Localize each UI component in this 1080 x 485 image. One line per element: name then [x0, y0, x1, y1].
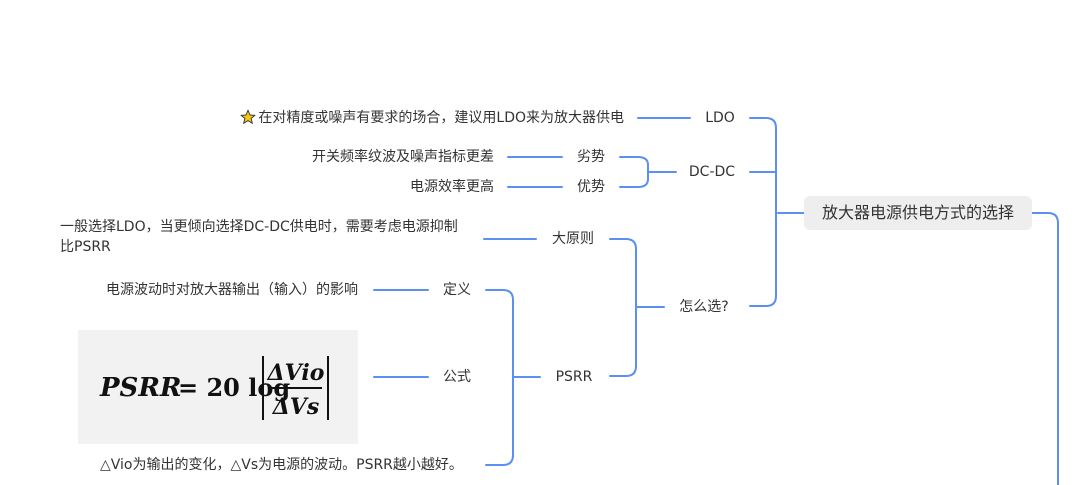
- connector-dcdc-bracket: [619, 156, 649, 188]
- connector-root-right: [1031, 212, 1059, 485]
- node-advantage-text[interactable]: 电源效率更高: [410, 179, 494, 195]
- principle-text-line1: 一般选择LDO，当更倾向选择DC-DC供电时，需要考虑电源抑制: [60, 219, 458, 235]
- node-dcdc[interactable]: DC-DC: [688, 164, 736, 180]
- principle-text-line2: 比PSRR: [60, 239, 111, 255]
- node-psrr-note[interactable]: △Vio为输出的变化，△Vs为电源的波动。PSRR越小越好。: [100, 457, 463, 473]
- psrr-formula: PSRR = 20 log ΔVio ΔVs: [99, 356, 329, 420]
- formula-numerator: ΔVio: [267, 360, 325, 386]
- root-node[interactable]: 放大器电源供电方式的选择: [804, 196, 1032, 230]
- node-principle-text[interactable]: 一般选择LDO，当更倾向选择DC-DC供电时，需要考虑电源抑制 比PSRR: [60, 217, 480, 257]
- node-disadvantage[interactable]: 劣势: [577, 149, 605, 165]
- node-definition[interactable]: 定义: [443, 282, 471, 298]
- connector-bracket-main: [749, 117, 777, 307]
- connector-psrr-bracket: [485, 289, 514, 466]
- node-ldo-note[interactable]: 在对精度或噪声有要求的场合，建议用LDO来为放大器供电: [200, 108, 624, 128]
- ldo-note-text: 在对精度或噪声有要求的场合，建议用LDO来为放大器供电: [258, 110, 624, 126]
- node-how-to-choose[interactable]: 怎么选?: [679, 299, 729, 315]
- node-disadvantage-text[interactable]: 开关频率纹波及噪声指标更差: [312, 149, 494, 165]
- psrr-formula-image[interactable]: PSRR = 20 log ΔVio ΔVs: [78, 330, 358, 444]
- formula-denominator: ΔVs: [272, 394, 320, 420]
- node-psrr[interactable]: PSRR: [555, 369, 593, 385]
- node-definition-text[interactable]: 电源波动时对放大器输出（输入）的影响: [106, 282, 358, 298]
- connector-how-bracket: [609, 238, 637, 377]
- star-icon: [240, 109, 256, 124]
- formula-lhs: PSRR: [99, 373, 182, 403]
- node-principle[interactable]: 大原则: [552, 231, 594, 247]
- node-formula[interactable]: 公式: [443, 369, 471, 385]
- node-advantage[interactable]: 优势: [577, 179, 605, 195]
- node-ldo[interactable]: LDO: [705, 110, 735, 126]
